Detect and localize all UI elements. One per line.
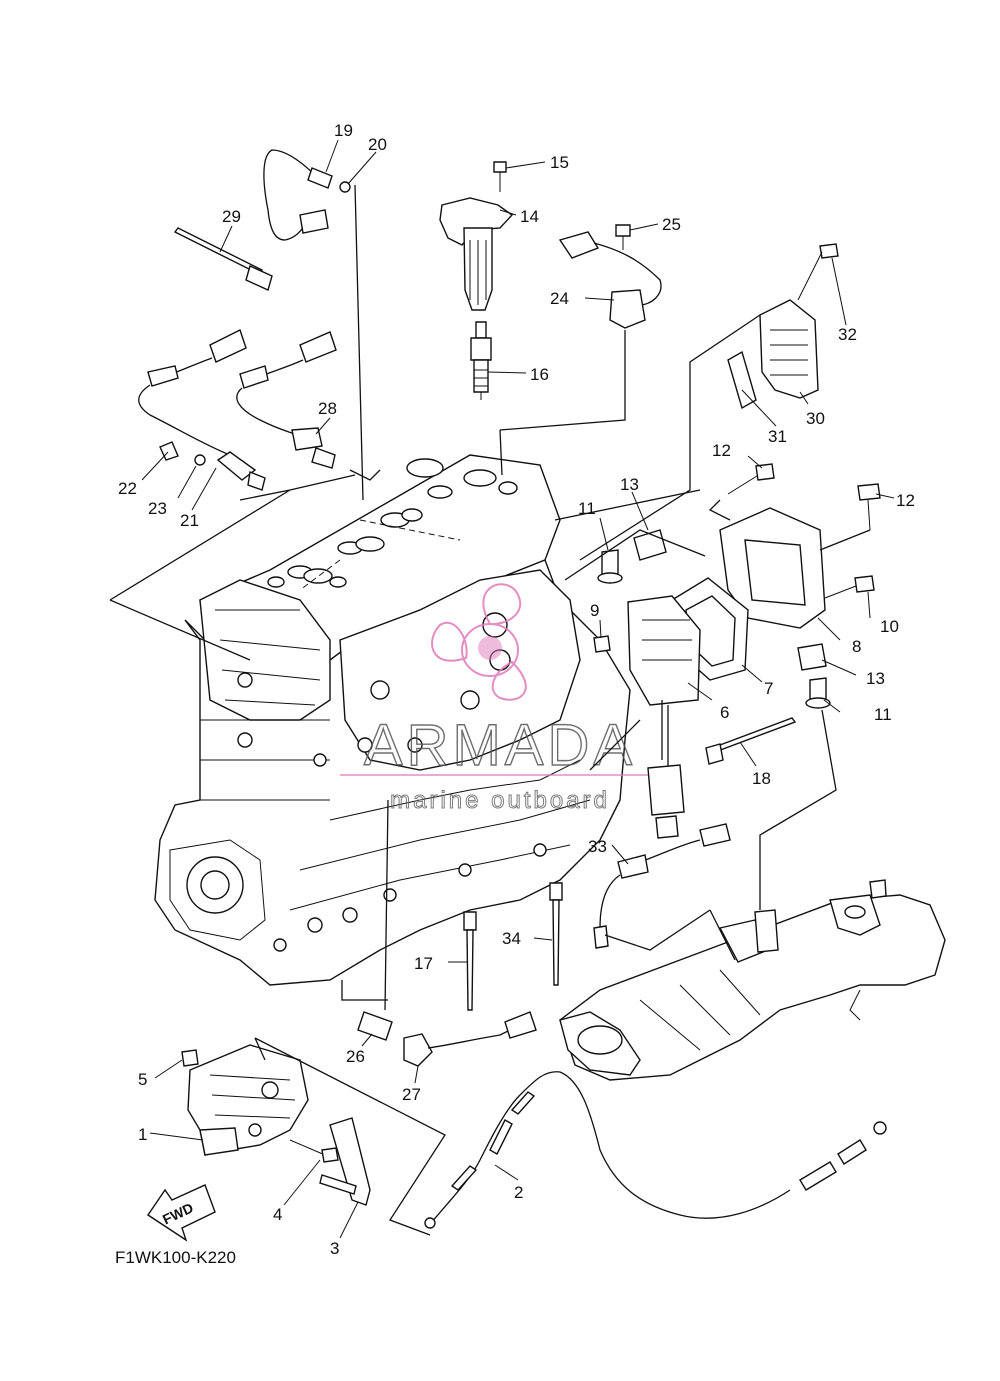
callout-numbers: 1 2 3 4 5 6 7 8 9 10 11 11 12 12 13 13 1… [118, 121, 915, 1258]
callout-31: 31 [768, 427, 787, 446]
callout-23: 23 [148, 499, 167, 518]
callout-33: 33 [588, 837, 607, 856]
callout-24: 24 [550, 289, 569, 308]
callout-29: 29 [222, 207, 241, 226]
leader-lines [141, 139, 895, 1239]
callout-25: 25 [662, 215, 681, 234]
callout-13-lower: 13 [866, 669, 885, 688]
watermark-title: ARMADA [364, 713, 636, 778]
callout-28: 28 [318, 399, 337, 418]
callout-6: 6 [720, 703, 729, 722]
callout-17: 17 [414, 954, 433, 973]
cable-ties-17-34 [463, 882, 563, 1011]
callout-12-left: 12 [712, 441, 731, 460]
callout-3: 3 [330, 1239, 339, 1258]
callout-11-upper: 11 [578, 499, 596, 518]
callout-19: 19 [334, 121, 353, 140]
callout-30: 30 [806, 409, 825, 428]
callout-9: 9 [590, 601, 599, 620]
exhaust-temp-sensor-33 [593, 823, 731, 949]
callout-20: 20 [368, 135, 387, 154]
temp-sensor-19-assembly [263, 149, 351, 241]
exhaust-pipe-assembly [559, 879, 946, 1081]
forward-direction-arrow: FWD [147, 1184, 216, 1242]
callout-21: 21 [180, 511, 199, 530]
diagram-code: F1WK100-K220 [115, 1248, 236, 1267]
watermark-logo: ARMADA marine outboard [340, 583, 660, 815]
callout-7: 7 [764, 679, 773, 698]
cable-tie-29 [173, 227, 273, 291]
callout-8: 8 [852, 637, 861, 656]
cable-tie-18 [705, 717, 797, 765]
callout-15: 15 [550, 153, 569, 172]
callout-2: 2 [514, 1183, 523, 1202]
throttle-lever-assembly [181, 1044, 371, 1206]
callout-14: 14 [520, 207, 539, 226]
callout-22: 22 [118, 479, 137, 498]
ignition-coil-assembly [439, 161, 514, 400]
reference-lines [109, 184, 871, 1236]
callout-12-right: 12 [896, 491, 915, 510]
callout-4: 4 [273, 1205, 282, 1224]
callout-1: 1 [138, 1125, 147, 1144]
sensors-26-27 [357, 1011, 537, 1067]
callout-11-lower: 11 [874, 705, 892, 724]
watermark-subtitle: marine outboard [390, 787, 610, 814]
cam-position-sensor-assembly [558, 224, 662, 329]
callout-5: 5 [138, 1070, 147, 1089]
knock-sensors-left [138, 329, 337, 491]
throttle-cable [424, 1071, 887, 1229]
callout-16: 16 [530, 365, 549, 384]
callout-32: 32 [838, 325, 857, 344]
callout-10: 10 [880, 617, 899, 636]
callout-18: 18 [752, 769, 771, 788]
callout-34: 34 [502, 929, 521, 948]
callout-13-upper: 13 [620, 475, 639, 494]
callout-27: 27 [402, 1085, 421, 1104]
callout-26: 26 [346, 1047, 365, 1066]
